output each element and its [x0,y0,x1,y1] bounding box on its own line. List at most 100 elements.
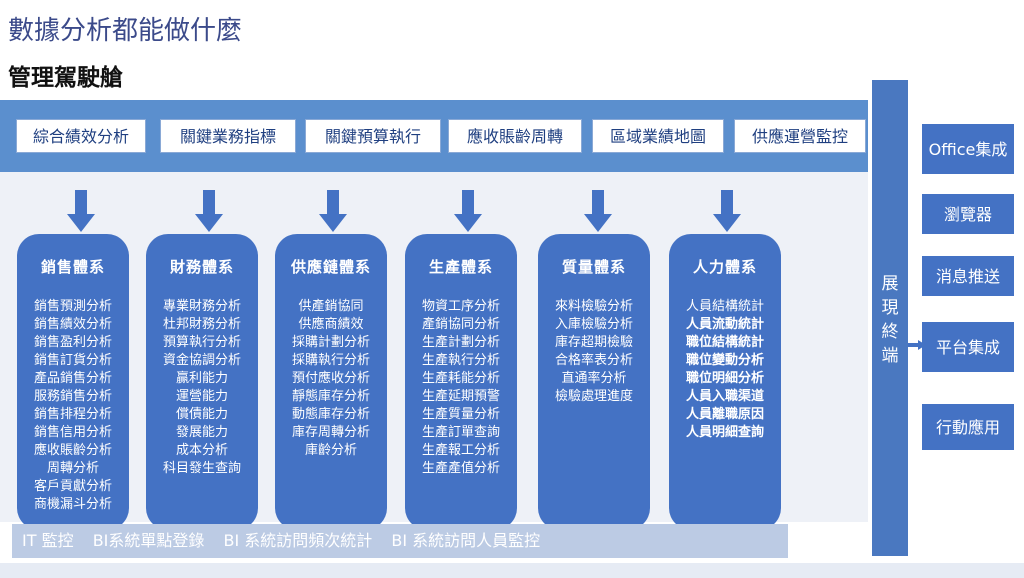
list-item: 人員明細查詢 [685,425,764,440]
pillar-quality: 質量體系 來料檢驗分析 入庫檢驗分析 庫存超期檢驗 合格率表分析 直通率分析 檢… [538,234,650,530]
list-item: 人員入職渠道 [685,389,764,404]
right-arrow-icon [908,340,926,350]
it-monitoring-label: IT 監控 [22,531,74,550]
pillar-title: 人力體系 [692,258,757,276]
down-arrow-icon [584,190,612,232]
pillar-title: 生產體系 [428,258,493,276]
list-item: 專業財務分析 [162,299,241,314]
list-item: 贏利能力 [175,371,228,386]
top-item-regional-map: 區域業績地圖 [592,119,724,153]
list-item: 物資工序分析 [421,299,500,314]
list-item: 生產質量分析 [421,407,500,422]
pillar-list: 物資工序分析 產銷協同分析 生產計劃分析 生產執行分析 生產耗能分析 生產延期預… [405,298,517,478]
vertical-char: 展 [881,274,899,294]
list-item: 生產延期預警 [421,389,500,404]
pillar-title: 財務體系 [169,258,234,276]
list-item: 客戶貢獻分析 [33,479,112,494]
top-item-supply-operations: 供應運營監控 [734,119,866,153]
list-item: 生產耗能分析 [421,371,500,386]
list-item: 資金協調分析 [162,353,241,368]
bi-access-user-label: BI 系統訪問人員監控 [391,531,541,550]
list-item: 庫齡分析 [304,443,357,458]
list-item: 科目發生查詢 [162,461,241,476]
list-item: 銷售排程分析 [33,407,112,422]
pillar-title: 供應鏈體系 [290,258,371,276]
pillar-hr: 人力體系 人員結構統計 人員流動統計 職位結構統計 職位變動分析 職位明細分析 … [669,234,781,530]
down-arrow-icon [454,190,482,232]
mobile-app-box: 行動應用 [922,404,1014,450]
pillar-list: 專業財務分析 杜邦財務分析 預算執行分析 資金協調分析 贏利能力 運營能力 償債… [146,298,258,478]
list-item: 職位變動分析 [685,353,764,368]
list-item: 供應商績效 [298,317,364,332]
down-arrow-icon [195,190,223,232]
list-item: 預算執行分析 [162,335,241,350]
vertical-char: 現 [881,298,899,318]
list-item: 應收賬齡分析 [33,443,112,458]
pillar-production: 生產體系 物資工序分析 產銷協同分析 生產計劃分析 生產執行分析 生產耗能分析 … [405,234,517,530]
list-item: 產品銷售分析 [33,371,112,386]
list-item: 運營能力 [175,389,228,404]
bi-sso-label: BI系統單點登錄 [92,531,205,550]
page-subtitle: 管理駕駛艙 [8,65,123,91]
list-item: 人員離職原因 [685,407,764,422]
list-item: 發展能力 [175,425,228,440]
browser-box: 瀏覽器 [922,194,1014,234]
pillar-list: 銷售預測分析 銷售績效分析 銷售盈利分析 銷售訂貨分析 產品銷售分析 服務銷售分… [17,298,129,514]
list-item: 庫存周轉分析 [291,425,370,440]
list-item: 銷售績效分析 [33,317,112,332]
pillar-list: 供產銷協同 供應商績效 採購計劃分析 採購執行分析 預付應收分析 靜態庫存分析 … [275,298,387,460]
list-item: 銷售訂貨分析 [33,353,112,368]
list-item: 人員流動統計 [685,317,764,332]
list-item: 銷售預測分析 [33,299,112,314]
list-item: 職位結構統計 [685,335,764,350]
top-item-key-budget-execution: 關鍵預算執行 [305,119,441,153]
pillar-supply-chain: 供應鏈體系 供產銷協同 供應商績效 採購計劃分析 採購執行分析 預付應收分析 靜… [275,234,387,530]
list-item: 銷售盈利分析 [33,335,112,350]
list-item: 檢驗處理進度 [554,389,633,404]
pillar-list: 人員結構統計 人員流動統計 職位結構統計 職位變動分析 職位明細分析 人員入職渠… [669,298,781,442]
list-item: 來料檢驗分析 [554,299,633,314]
list-item: 銷售信用分析 [33,425,112,440]
display-terminal-label: 展 現 終 端 [872,272,908,368]
list-item: 動態庫存分析 [291,407,370,422]
bottom-bar: IT 監控 BI系統單點登錄 BI 系統訪問頻次統計 BI 系統訪問人員監控 [12,524,788,558]
list-item: 生產訂單查詢 [421,425,500,440]
pillar-list: 來料檢驗分析 入庫檢驗分析 庫存超期檢驗 合格率表分析 直通率分析 檢驗處理進度 [538,298,650,406]
list-item: 合格率表分析 [554,353,633,368]
list-item: 杜邦財務分析 [162,317,241,332]
list-item: 償債能力 [175,407,228,422]
list-item: 生產報工分析 [421,443,500,458]
vertical-char: 端 [881,346,899,366]
list-item: 商機漏斗分析 [33,497,112,512]
display-terminal-bar [872,80,908,556]
list-item: 周轉分析 [46,461,99,476]
office-integration-box: Office集成 [922,124,1014,174]
list-item: 供產銷協同 [298,299,364,314]
list-item: 產銷協同分析 [421,317,500,332]
pillar-title: 銷售體系 [40,258,105,276]
list-item: 服務銷售分析 [33,389,112,404]
pillar-finance: 財務體系 專業財務分析 杜邦財務分析 預算執行分析 資金協調分析 贏利能力 運營… [146,234,258,530]
pillar-title: 質量體系 [561,258,626,276]
vertical-char: 終 [881,322,899,342]
list-item: 職位明細分析 [685,371,764,386]
down-arrow-icon [713,190,741,232]
list-item: 生產執行分析 [421,353,500,368]
top-item-receivables-aging: 應收賬齡周轉 [448,119,582,153]
page-title: 數據分析都能做什麼 [8,16,243,46]
top-item-key-business-indicators: 關鍵業務指標 [160,119,296,153]
list-item: 生產產值分析 [421,461,500,476]
down-arrow-icon [319,190,347,232]
list-item: 庫存超期檢驗 [554,335,633,350]
top-item-composite-performance: 綜合績效分析 [16,119,146,153]
pillar-sales: 銷售體系 銷售預測分析 銷售績效分析 銷售盈利分析 銷售訂貨分析 產品銷售分析 … [17,234,129,530]
list-item: 採購計劃分析 [291,335,370,350]
list-item: 入庫檢驗分析 [554,317,633,332]
list-item: 人員結構統計 [685,299,764,314]
bottom-strip [0,563,1024,578]
list-item: 成本分析 [175,443,228,458]
list-item: 直通率分析 [561,371,627,386]
list-item: 採購執行分析 [291,353,370,368]
down-arrow-icon [67,190,95,232]
message-push-box: 消息推送 [922,256,1014,296]
